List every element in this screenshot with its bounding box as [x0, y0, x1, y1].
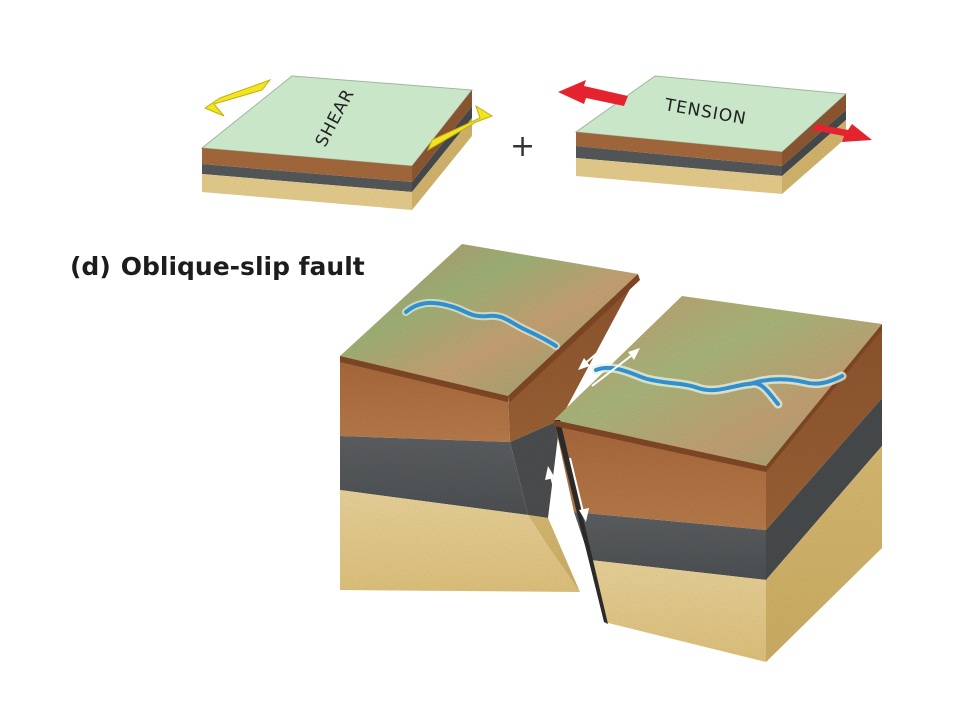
tension-arrow-left-icon [558, 80, 628, 106]
strike-slip-arrow-up-icon [591, 351, 637, 387]
plus-operator: + [510, 129, 535, 164]
dip-slip-arrow-up-icon [549, 471, 565, 529]
left-fault-block [340, 244, 640, 592]
shear-arrow-right-icon [426, 104, 494, 152]
shear-block: SHEAR [200, 75, 494, 210]
panel-title: Oblique-slip fault [121, 252, 365, 281]
strike-slip-arrow-down-icon [581, 331, 623, 367]
panel-letter: (d) [70, 252, 111, 281]
shear-arrow-left-icon [203, 78, 272, 117]
tension-block: TENSION [558, 75, 872, 194]
slip-arrows [545, 331, 640, 529]
panel-caption: (d) Oblique-slip fault [70, 252, 365, 281]
right-fault-block [554, 296, 882, 662]
dip-slip-arrow-down-icon [569, 457, 585, 517]
tension-arrow-right-icon [812, 124, 872, 142]
